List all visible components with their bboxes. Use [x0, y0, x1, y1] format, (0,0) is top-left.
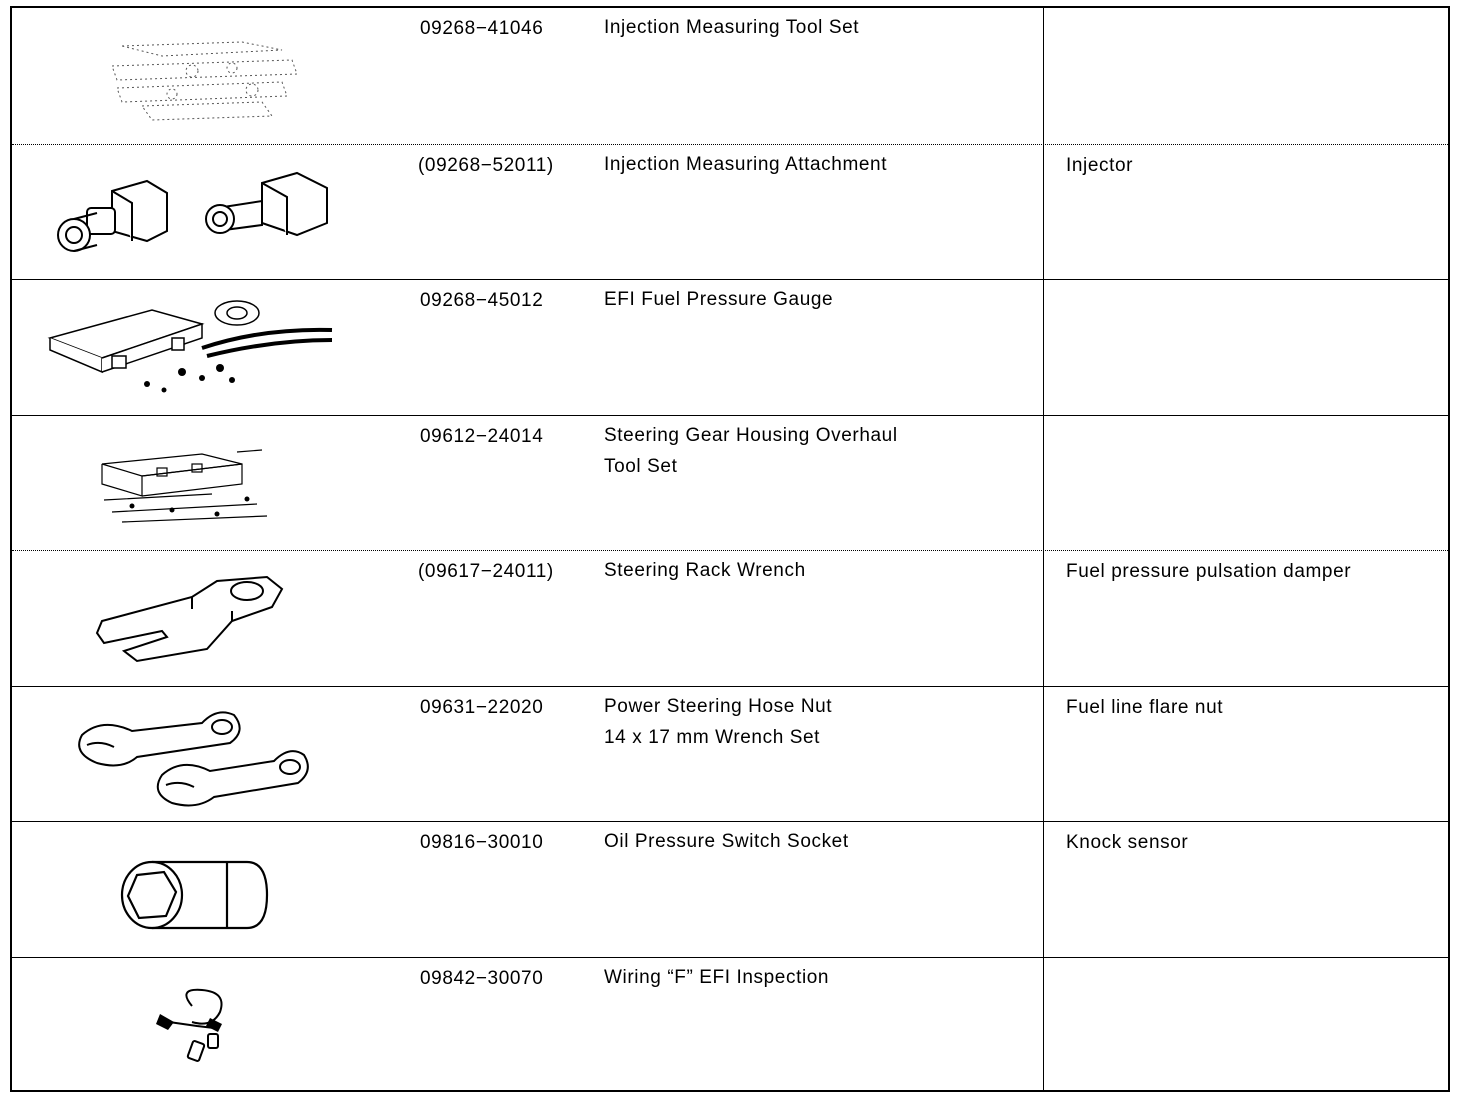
usage-note: Fuel line flare nut [1066, 696, 1224, 718]
rack-wrench-icon [42, 559, 372, 679]
part-number: (09617−24011) [418, 561, 554, 582]
part-number: 09816−30010 [420, 832, 544, 853]
column-divider [1043, 144, 1044, 279]
tool-description: Steering Rack Wrench [604, 560, 806, 581]
part-number: 09268−45012 [420, 290, 544, 311]
part-number: 09842−30070 [420, 967, 544, 989]
socket-icon [42, 830, 372, 950]
column-divider [1043, 551, 1044, 686]
column-divider [1043, 280, 1044, 415]
part-number: 09612−24014 [420, 425, 544, 447]
injection-attachment-icon [42, 153, 372, 273]
table-row: 09842−30070 Wiring “F” EFI Inspection [12, 956, 1448, 1092]
part-number: 09631−22020 [420, 696, 544, 718]
table-row: 09612−24014 Steering Gear Housing Overha… [12, 414, 1448, 550]
injection-tool-set-icon [42, 16, 372, 136]
usage-note: Injector [1066, 154, 1134, 176]
fuel-pressure-gauge-icon [42, 288, 372, 408]
steering-tool-set-icon [42, 424, 372, 544]
column-divider [1043, 8, 1044, 144]
usage-note: Knock sensor [1066, 832, 1189, 853]
part-number: 09268−41046 [420, 18, 544, 39]
wiring-harness-icon [42, 966, 372, 1086]
table-row: 09268−45012 EFI Fuel Pressure Gauge [12, 279, 1448, 415]
tool-description: Injection Measuring Tool Set [604, 17, 860, 38]
tool-description: EFI Fuel Pressure Gauge [604, 289, 834, 310]
column-divider [1043, 686, 1044, 821]
column-divider [1043, 822, 1044, 957]
table-row: 09631−22020 Power Steering Hose Nut 14 x… [12, 685, 1448, 821]
special-service-tools-table: 09268−41046 Injection Measuring Tool Set [10, 6, 1450, 1092]
column-divider [1043, 957, 1044, 1092]
table-row: 09816−30010 Oil Pressure Switch Socket K… [12, 821, 1448, 957]
tool-description: Wiring “F” EFI Inspection [604, 966, 830, 988]
usage-note: Fuel pressure pulsation damper [1066, 561, 1352, 582]
part-number: (09268−52011) [418, 154, 554, 176]
table-row: 09268−41046 Injection Measuring Tool Set [12, 8, 1448, 144]
table-row: (09268−52011) Injection Measuring Attach… [12, 143, 1448, 279]
tool-description: Power Steering Hose Nut 14 x 17 mm Wrenc… [604, 695, 833, 748]
tool-description: Steering Gear Housing Overhaul Tool Set [604, 424, 898, 477]
tool-description: Oil Pressure Switch Socket [604, 831, 849, 852]
tool-description: Injection Measuring Attachment [604, 153, 888, 175]
hose-nut-wrench-icon [42, 695, 372, 815]
table-row: (09617−24011) Steering Rack Wrench Fuel … [12, 550, 1448, 686]
column-divider [1043, 415, 1044, 550]
